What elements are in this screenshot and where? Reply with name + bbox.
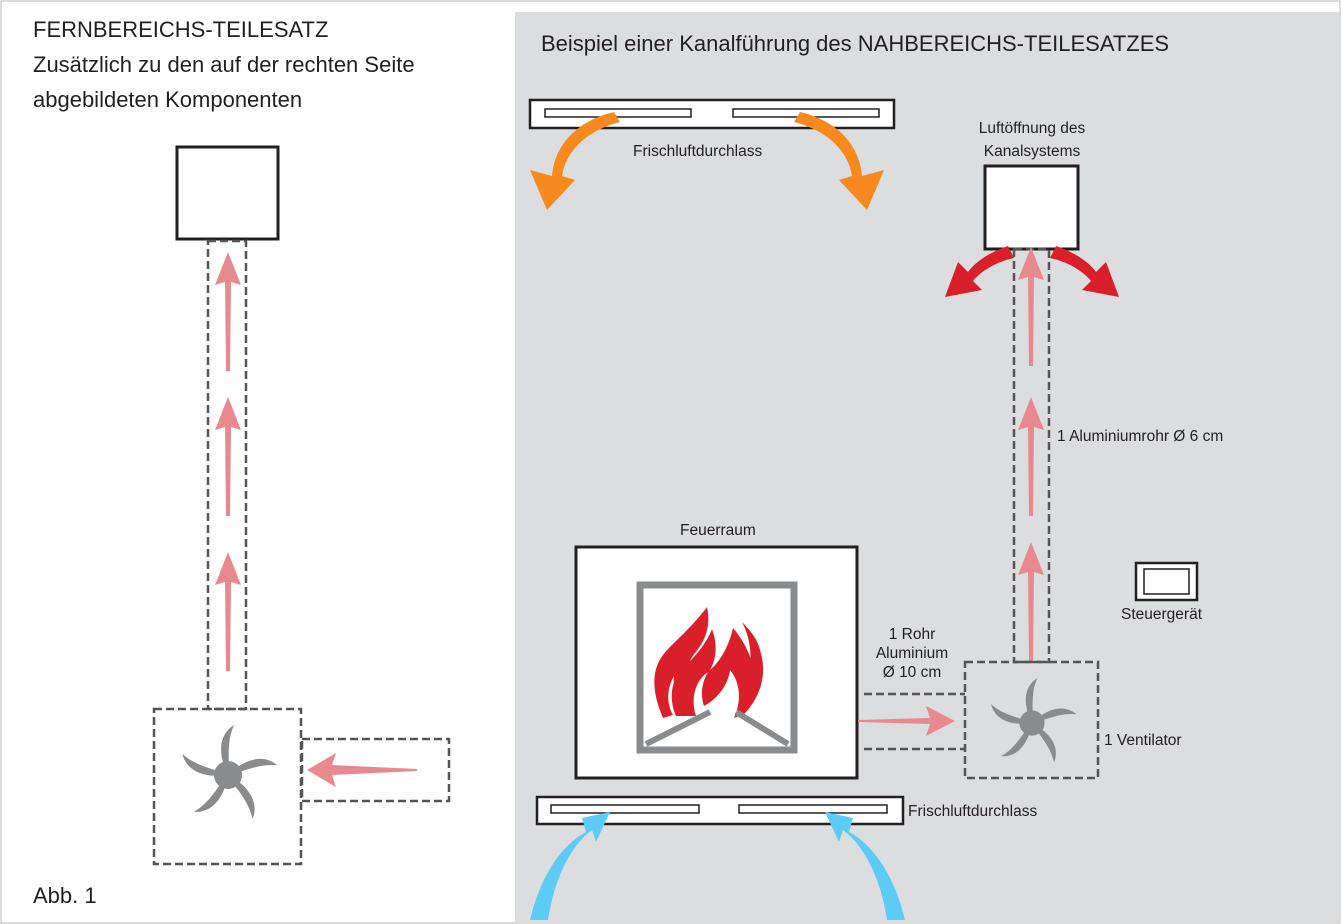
fresh-air-top-label: Frischluftdurchlass [633, 143, 763, 160]
fan-icon [178, 725, 278, 820]
right-panel-title: Beispiel einer Kanalführung des NAHBEREI… [541, 31, 1170, 56]
left-duct [206, 239, 248, 711]
fan-label: 1 Ventilator [1104, 732, 1182, 749]
fresh-air-bottom-label: Frischluftdurchlass [908, 803, 1038, 820]
red-arrow-right [1050, 246, 1119, 297]
duct-outlet-label-line2: Kanalsystems [983, 143, 1081, 160]
fresh-air-vent-top [528, 98, 896, 130]
connection-pipe [864, 692, 965, 751]
firewood [644, 709, 790, 747]
orange-arrows [530, 112, 884, 210]
firebox-label: Feuerraum [680, 522, 756, 539]
aluminium-pipe-6-label: 1 Aluminiumrohr Ø 6 cm [1057, 428, 1224, 445]
pipe-10-label-line1: 1 Rohr [888, 626, 936, 643]
red-arrow-left [945, 246, 1014, 297]
pink-arrow [307, 753, 417, 787]
pipe-10-label-line2: Aluminium [875, 645, 949, 662]
left-panel-title: FERNBEREICHS-TEILESATZ [33, 17, 329, 42]
orange-arrow-right [794, 112, 884, 210]
orange-arrow-left [530, 112, 620, 210]
pink-arrow [215, 552, 241, 671]
duct-outlet-box [983, 164, 1080, 251]
control-unit-label: Steuergerät [1121, 606, 1202, 623]
pink-arrow [858, 706, 955, 736]
duct-outlet-label-line1: Luftöffnung des [978, 120, 1086, 137]
pink-arrow [215, 252, 241, 371]
blue-arrow-left [530, 812, 610, 920]
firebox [574, 545, 859, 780]
left-fan-housing [152, 707, 451, 866]
left-panel-subtitle-line1: Zusätzlich zu den auf der rechten Seite [33, 52, 415, 77]
blue-arrow-right [825, 812, 905, 920]
control-unit-icon [1134, 561, 1199, 602]
pipe-10-label-line3: Ø 10 cm [882, 664, 942, 681]
flame-icon [654, 607, 764, 718]
left-duct-arrows [215, 252, 241, 671]
red-arrows [945, 246, 1119, 297]
right-fan-housing [963, 660, 1100, 780]
blue-arrows [530, 812, 905, 920]
left-outlet-box [175, 145, 280, 241]
left-panel-subtitle-line2: abgebildeten Komponenten [33, 87, 303, 112]
pink-arrow [215, 397, 241, 516]
figure-label: Abb. 1 [33, 883, 97, 908]
